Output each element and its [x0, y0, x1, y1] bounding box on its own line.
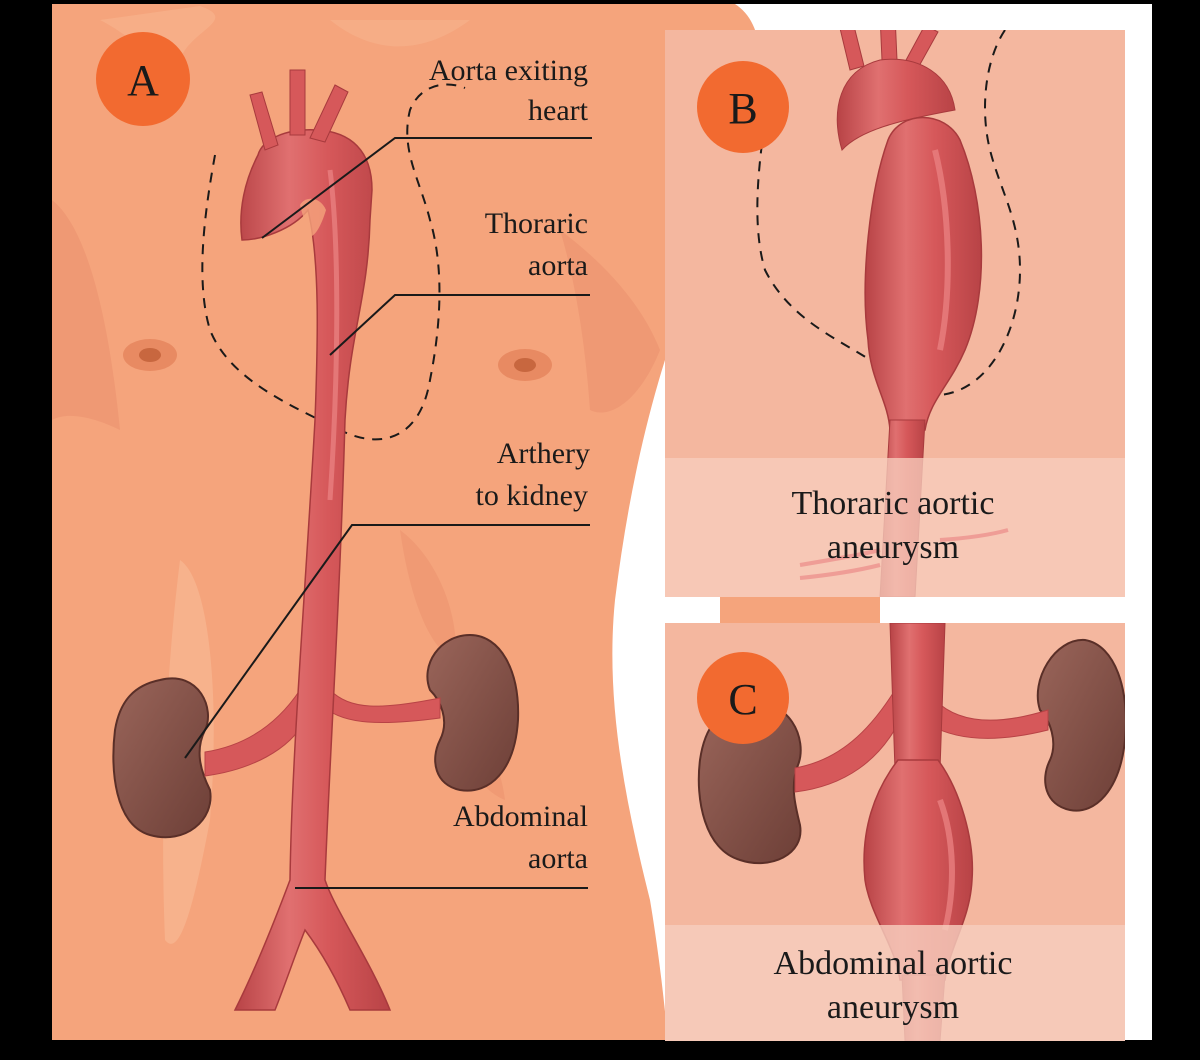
arch-branch-b	[839, 30, 865, 71]
leader-aorta-exiting-heart	[261, 137, 592, 239]
label-aorta-exiting-heart-1: Aorta exiting	[429, 54, 588, 87]
aneurysm-highlight	[932, 149, 951, 351]
kidney-left-c	[697, 702, 802, 865]
renal-artery-left-c	[794, 688, 901, 793]
caption-c-line1: Abdominal aortic	[774, 945, 1013, 982]
label-aorta-exiting-heart-2: heart	[528, 94, 589, 127]
caption-band-c	[665, 925, 1125, 1041]
badge-a	[96, 32, 190, 126]
branch-faint	[799, 528, 1009, 580]
badge-b-label: B	[728, 84, 757, 133]
caption-band-b	[665, 458, 1125, 597]
aorta-upper-c	[889, 623, 946, 771]
caption-c-line2: aneurysm	[827, 989, 959, 1026]
label-artery-to-kidney-2: to kidney	[476, 479, 589, 512]
torso-strip	[720, 597, 880, 623]
caption-b-line1: Thoraric aortic	[792, 485, 995, 522]
nipple-left-center	[139, 348, 161, 362]
label-thoracic-aorta-1: Thoraric	[485, 207, 588, 240]
arch-b	[836, 58, 956, 151]
kidney-left	[112, 677, 212, 839]
kidney-right-c	[1036, 638, 1125, 812]
badge-b	[697, 61, 789, 153]
heart-outline	[201, 83, 466, 441]
aneurysm-highlight-c	[937, 798, 955, 931]
label-abdominal-aorta-1: Abdominal	[453, 800, 588, 833]
aorta	[233, 129, 392, 1011]
muscle-shade	[560, 230, 660, 413]
nipple-right-center	[514, 358, 536, 372]
badge-c	[697, 652, 789, 744]
label-artery-to-kidney-1: Arthery	[497, 437, 590, 470]
arch-branch	[309, 84, 349, 143]
label-abdominal-aorta-2: aorta	[528, 842, 588, 875]
caption-b-line2: aneurysm	[827, 529, 959, 566]
leader-thoracic-aorta	[329, 294, 590, 356]
renal-artery-left	[204, 688, 306, 777]
renal-artery-right	[324, 689, 441, 724]
clavicle-highlight	[330, 20, 470, 47]
panel-b: Thoraric aortic aneurysm B	[665, 30, 1125, 597]
leader-artery-to-kidney	[184, 524, 590, 759]
badge-c-label: C	[728, 675, 757, 724]
kidney-right	[426, 633, 520, 792]
aorta-highlight	[327, 169, 340, 501]
thoracic-aneurysm	[864, 116, 983, 431]
arch-highlight	[300, 198, 326, 237]
arch-branch	[249, 91, 279, 151]
arch-branch	[289, 69, 306, 136]
muscle-shade	[400, 530, 456, 660]
panel-c: Abdominal aortic aneurysm C	[665, 623, 1125, 1041]
badge-a-label: A	[127, 56, 159, 105]
label-thoracic-aorta-2: aorta	[528, 249, 588, 282]
renal-artery-right-c	[929, 698, 1049, 739]
muscle-shade	[52, 200, 120, 430]
